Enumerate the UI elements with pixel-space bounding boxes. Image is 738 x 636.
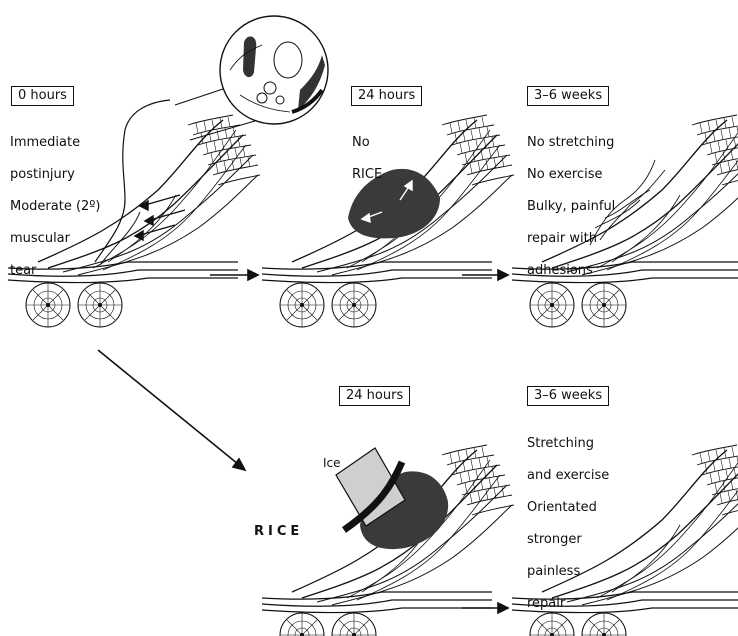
note-line: muscular xyxy=(10,231,101,247)
note-line: No stretching xyxy=(527,135,615,151)
note-line: stronger xyxy=(527,532,609,548)
arrow-p4-to-p5 xyxy=(462,603,508,613)
note-line: No xyxy=(352,135,382,151)
note-line: repair xyxy=(527,596,609,612)
time-label-24-hours-top: 24 hours xyxy=(351,86,422,106)
note-line: Bulky, painful xyxy=(527,199,615,215)
time-label-3-6-weeks-bottom: 3–6 weeks xyxy=(527,386,609,406)
arrow-p1-to-p4 xyxy=(98,350,245,470)
cross-section-inset xyxy=(175,16,328,140)
time-label-24-hours-bottom: 24 hours xyxy=(339,386,410,406)
time-label-0-hours: 0 hours xyxy=(11,86,74,106)
note-line: adhesions xyxy=(527,263,615,279)
note-line: Immediate xyxy=(10,135,101,151)
note-line: and exercise xyxy=(527,468,609,484)
panel-2-notes: No RICE xyxy=(352,119,382,199)
note-line: repair with xyxy=(527,231,615,247)
note-line: tear xyxy=(10,263,101,279)
note-line: Moderate (2º) xyxy=(10,199,101,215)
panel-5-notes: Stretching and exercise Orientated stron… xyxy=(527,420,609,628)
note-line: Stretching xyxy=(527,436,609,452)
time-label-3-6-weeks-top: 3–6 weeks xyxy=(527,86,609,106)
panel-3-notes: No stretching No exercise Bulky, painful… xyxy=(527,119,615,295)
ice-label: Ice xyxy=(323,456,341,470)
note-line: Orientated xyxy=(527,500,609,516)
panel-24-hours-no-rice-illustration xyxy=(262,115,514,327)
note-line: painless xyxy=(527,564,609,580)
rice-label: RICE xyxy=(254,524,303,539)
note-line: postinjury xyxy=(10,167,101,183)
note-line: RICE xyxy=(352,167,382,183)
panel-1-notes: Immediate postinjury Moderate (2º) muscu… xyxy=(10,119,101,295)
note-line: No exercise xyxy=(527,167,615,183)
